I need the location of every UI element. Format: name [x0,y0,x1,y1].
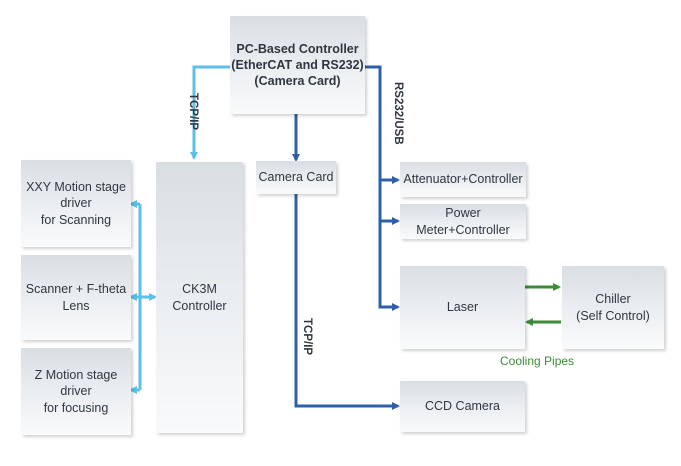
tcp-ip-label-top: TCP/IP [187,93,199,131]
camera-card-box: Camera Card [256,161,336,194]
rs232-usb-label: RS232/USB [392,82,404,145]
attenuator-controller-box: Attenuator+Controller [400,162,526,197]
xxy-motion-stage-box: XXY Motion stage driver for Scanning [21,160,131,247]
laser-box: Laser [400,266,525,349]
z-motion-stage-box: Z Motion stage driver for focusing [21,348,131,435]
link-pc-ck3m [190,63,236,160]
ccd-camera-box: CCD Camera [400,381,525,432]
pc-based-controller-box: PC-Based Controller (EtherCAT and RS232)… [230,16,365,114]
ck3m-controller-box: CK3M Controller [156,162,243,433]
tcp-ip-label-camera: TCP/IP [301,318,313,356]
scanner-lens-box: Scanner + F-theta Lens [21,255,131,340]
chiller-box: Chiller (Self Control) [562,266,664,349]
link-camera-ccd [292,188,400,410]
cooling-pipes-label: Cooling Pipes [500,354,575,368]
power-meter-controller-box: Power Meter+Controller [400,204,526,239]
link-rs232-bus [361,63,400,311]
